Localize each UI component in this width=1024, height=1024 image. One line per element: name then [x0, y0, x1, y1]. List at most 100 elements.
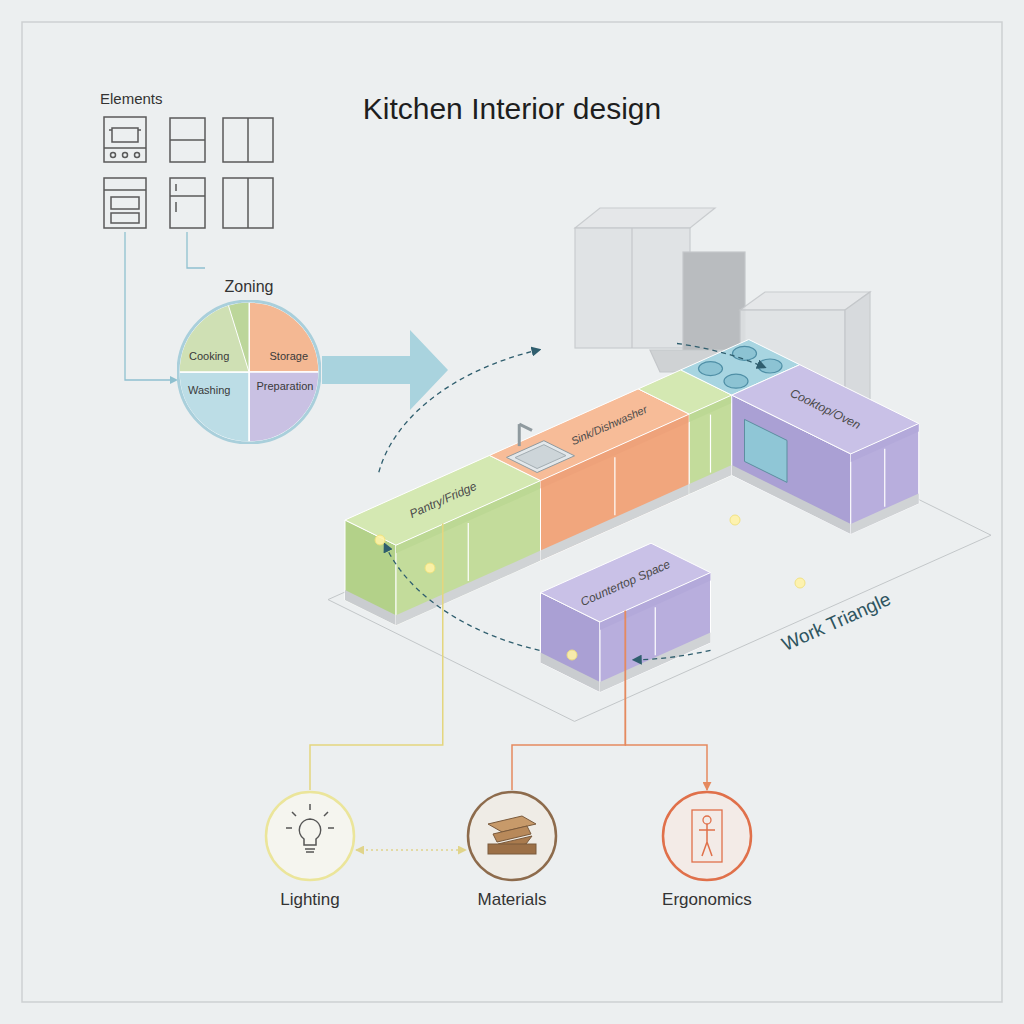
work-triangle-arc	[379, 350, 540, 473]
illustration-part	[170, 118, 205, 162]
connector	[310, 523, 443, 790]
illustration-part	[175, 184, 177, 191]
illustration-part	[175, 202, 177, 212]
oven-door	[745, 419, 788, 482]
light-dot	[425, 563, 435, 573]
pie-slice	[179, 372, 249, 442]
burner	[758, 359, 782, 373]
connector	[512, 611, 625, 790]
counter-label: Pantry/Fridge	[404, 477, 482, 523]
bulb-part	[305, 849, 315, 852]
node-text: Pantry/Fridge	[407, 479, 478, 521]
node-text: Lighting	[264, 890, 356, 910]
bulb-part	[299, 819, 320, 845]
person-part	[703, 816, 711, 824]
sink-basin	[507, 441, 575, 473]
counter-top	[490, 389, 690, 481]
illustration-part	[223, 118, 273, 162]
illustration-part	[170, 195, 205, 197]
node-text: Zoning	[177, 278, 321, 300]
sink-bowl	[515, 445, 566, 469]
work-triangle-label: Work Triangle	[774, 587, 897, 658]
cabinet-line	[468, 523, 469, 581]
pie-slice	[228, 302, 249, 372]
cabinet-line	[518, 424, 521, 446]
illustration-part	[111, 153, 116, 158]
illustration-part	[125, 232, 170, 380]
person-part	[663, 792, 751, 880]
illustration-part	[170, 178, 205, 228]
aspect-icon: Materials	[466, 790, 558, 910]
node-text: Sink/Dishwasher	[569, 402, 649, 446]
node-text: Preparation	[257, 380, 314, 392]
cabinet-line	[884, 449, 885, 507]
person-part	[699, 824, 715, 856]
light-dot	[730, 515, 740, 525]
person-icon	[661, 790, 753, 882]
illustration-part	[187, 232, 205, 268]
zone-segment: Storage	[270, 350, 309, 362]
zone-segment: Washing	[188, 384, 230, 396]
illustration-part	[109, 128, 141, 142]
node-text: Cooking	[189, 350, 229, 362]
person-part	[692, 810, 722, 862]
node-text: Ergonomics	[661, 890, 753, 910]
cabinet-line	[614, 457, 615, 515]
illustration-part	[111, 213, 139, 223]
pie-ring	[178, 301, 320, 443]
plinth	[732, 465, 851, 534]
light-dot	[795, 578, 805, 588]
illustration-part	[135, 153, 140, 158]
connector	[356, 849, 466, 851]
work-triangle-arc	[634, 650, 711, 660]
counter-label: Sink/Dishwasher	[565, 400, 651, 449]
illustration-part	[170, 139, 205, 141]
node-text: Cooktop/Oven	[788, 386, 863, 432]
illustration-part	[575, 228, 690, 348]
pie-slice	[249, 372, 319, 442]
cabinet-line	[519, 424, 532, 430]
illustration-part	[322, 330, 448, 410]
cabinet-line	[655, 607, 656, 655]
bulb-part	[266, 792, 354, 880]
pie-chart	[177, 300, 321, 444]
illustration-part	[247, 178, 249, 228]
zone-segment: Cooking	[189, 350, 229, 362]
burner	[733, 346, 757, 360]
pie-slice	[179, 302, 249, 372]
bulb-part	[286, 804, 334, 828]
wood-part	[468, 792, 556, 880]
zoning-pie: ZoningCooking StorageWashing Preparation	[177, 278, 321, 444]
counter-label: Countertop Space	[575, 554, 675, 610]
light-dot	[375, 535, 385, 545]
illustration-part	[104, 147, 146, 149]
node-text: Materials	[466, 890, 558, 910]
illustration-part	[22, 22, 1002, 1002]
section-label: Elements	[100, 90, 163, 107]
counter-label: Cooktop/Oven	[784, 384, 865, 435]
illustration-part	[683, 252, 745, 352]
pie-slice	[249, 302, 319, 372]
work-triangle-arc	[677, 343, 765, 367]
illustration-part	[104, 189, 146, 191]
illustration-part	[104, 117, 146, 162]
node-text: Washing	[188, 384, 230, 396]
wood-part	[488, 844, 536, 854]
illustration-part	[104, 178, 146, 228]
illustration-part	[247, 118, 249, 162]
cabinet-line	[710, 415, 711, 473]
burner	[699, 362, 723, 376]
node-text: Storage	[270, 350, 309, 362]
illustration-part	[111, 197, 139, 209]
work-triangle-arc	[385, 544, 540, 650]
aspect-icon: Ergonomics	[661, 790, 753, 910]
wood-icon	[466, 790, 558, 882]
aspect-icon: Lighting	[264, 790, 356, 910]
node-text: Countertop Space	[578, 557, 672, 609]
illustration-part	[328, 340, 991, 722]
connector	[625, 611, 707, 790]
bulb-icon	[264, 790, 356, 882]
illustration-part	[123, 153, 128, 158]
illustration-part	[575, 208, 715, 228]
